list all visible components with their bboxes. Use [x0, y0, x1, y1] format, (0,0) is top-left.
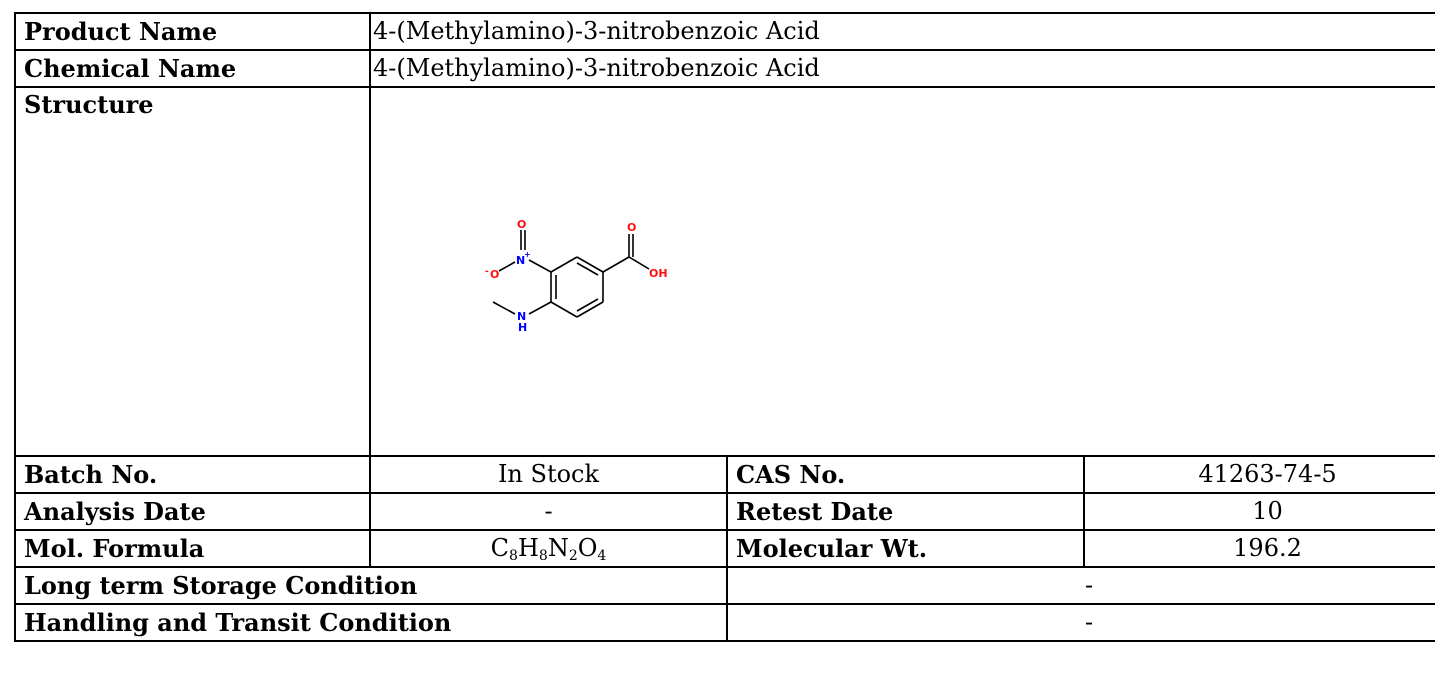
storage-label: Long term Storage Condition	[14, 566, 728, 605]
atom-nitrogen-amine: N	[517, 310, 526, 323]
row-formula-weight: Mol. Formula C8H8N2O4 Molecular Wt. 196.…	[14, 529, 1435, 568]
row-chemical-name: Chemical Name 4-(Methylamino)-3-nitroben…	[14, 49, 1435, 88]
formula-element-n: N	[547, 534, 569, 562]
batch-no-label: Batch No.	[14, 455, 371, 494]
formula-element-o: O	[577, 534, 598, 562]
mol-formula-value: C8H8N2O4	[369, 529, 728, 568]
batch-no-value: In Stock	[369, 455, 728, 494]
product-name-value: 4-(Methylamino)-3-nitrobenzoic Acid	[368, 12, 1435, 51]
handling-label: Handling and Transit Condition	[14, 603, 728, 642]
molecular-wt-label: Molecular Wt.	[726, 529, 1085, 568]
structure-label: Structure	[14, 86, 371, 457]
analysis-date-value: -	[369, 492, 728, 531]
product-name-label: Product Name	[14, 12, 371, 51]
row-structure: Structure	[14, 86, 1435, 457]
cas-no-value: 41263-74-5	[1082, 455, 1435, 494]
formula-element-c: C	[490, 534, 510, 562]
formula-count-h: 8	[538, 548, 548, 564]
row-batch-cas: Batch No. In Stock CAS No. 41263-74-5	[14, 455, 1435, 494]
retest-date-label: Retest Date	[726, 492, 1085, 531]
row-product-name: Product Name 4-(Methylamino)-3-nitrobenz…	[14, 12, 1435, 51]
atom-hydrogen-amine: H	[518, 321, 527, 334]
chemical-name-value: 4-(Methylamino)-3-nitrobenzoic Acid	[368, 49, 1435, 88]
mol-formula-label: Mol. Formula	[14, 529, 371, 568]
row-handling: Handling and Transit Condition -	[14, 603, 1435, 642]
atom-hydroxyl: OH	[649, 267, 668, 280]
retest-date-value: 10	[1082, 492, 1435, 531]
storage-value: -	[725, 566, 1435, 605]
chemical-name-label: Chemical Name	[14, 49, 371, 88]
formula-element-h: H	[517, 534, 539, 562]
atom-charge-minus: -	[485, 267, 489, 277]
formula-count-n: 2	[568, 548, 578, 564]
atom-oxygen-minus: O	[490, 268, 499, 281]
handling-value: -	[725, 603, 1435, 642]
molecular-wt-value: 196.2	[1082, 529, 1435, 568]
structure-cell: O N + O - O OH N H	[368, 86, 1435, 457]
atom-oxygen-carbonyl: O	[627, 221, 636, 234]
formula-count-c: 8	[509, 548, 518, 564]
row-dates: Analysis Date - Retest Date 10	[14, 492, 1435, 531]
cas-no-label: CAS No.	[726, 455, 1085, 494]
analysis-date-label: Analysis Date	[14, 492, 371, 531]
molecule-structure-image: O N + O - O OH N H	[485, 218, 668, 334]
formula-count-o: 4	[597, 548, 607, 564]
molecule-bonds	[492, 230, 650, 318]
product-spec-table: Product Name 4-(Methylamino)-3-nitrobenz…	[14, 12, 1435, 642]
atom-nitrogen-nitro: N	[516, 254, 525, 267]
row-storage: Long term Storage Condition -	[14, 566, 1435, 605]
atom-oxygen-top: O	[517, 218, 526, 231]
molecule-atom-labels: O N + O - O OH N H	[485, 218, 668, 334]
atom-charge-plus: +	[524, 250, 531, 259]
